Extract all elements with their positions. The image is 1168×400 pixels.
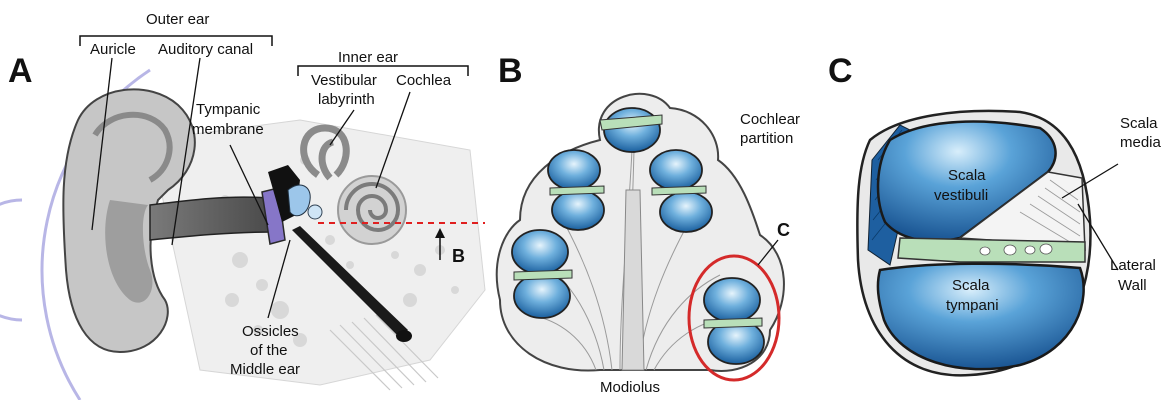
ossicles-label-line2: of the (250, 342, 288, 359)
cochlea-label: Cochlea (396, 72, 452, 89)
vestibular-label-line1: Vestibular (311, 72, 377, 89)
panel-c-letter: C (828, 52, 853, 90)
tympanic-label-line2: membrane (192, 121, 264, 138)
ossicles-label-line1: Ossicles (242, 323, 299, 340)
lateral-wall-label-line2: Wall (1118, 277, 1147, 294)
lateral-wall-label-line1: Lateral (1110, 257, 1156, 274)
callout-c-label: C (777, 220, 790, 240)
panel-a: A (0, 11, 485, 400)
outer-ear-label: Outer ear (146, 11, 209, 28)
scala-vestibuli-label-line1: Scala (948, 167, 986, 184)
auditory-canal-label: Auditory canal (158, 41, 253, 58)
auricle-label: Auricle (90, 41, 136, 58)
modiolus-label: Modiolus (600, 379, 660, 396)
scala-media-label-line2: media (1120, 134, 1162, 151)
modiolus-core (622, 190, 644, 370)
scala-vestibuli-label-line2: vestibuli (934, 187, 988, 204)
organ-of-corti (898, 238, 1085, 262)
ossicles-label-line3: Middle ear (230, 361, 300, 378)
vestibular-label-line2: labyrinth (318, 91, 375, 108)
panel-c: C Scala (828, 52, 1162, 375)
panel-b: B (497, 52, 800, 396)
tympanic-label-line1: Tympanic (196, 101, 261, 118)
cochlear-partition-label-line1: Cochlear (740, 111, 800, 128)
scala-tympani-label-line2: tympani (946, 297, 999, 314)
cochlea-spiral (338, 176, 406, 244)
inner-ear-label: Inner ear (338, 49, 398, 66)
cochlear-partition-label-line2: partition (740, 130, 793, 147)
section-marker-label: B (452, 246, 465, 266)
scala-tympani-label-line1: Scala (952, 277, 990, 294)
panel-a-letter: A (8, 52, 33, 90)
tube-opening (396, 330, 412, 342)
panel-b-letter: B (498, 52, 523, 90)
scala-media-label-line1: Scala (1120, 115, 1158, 132)
